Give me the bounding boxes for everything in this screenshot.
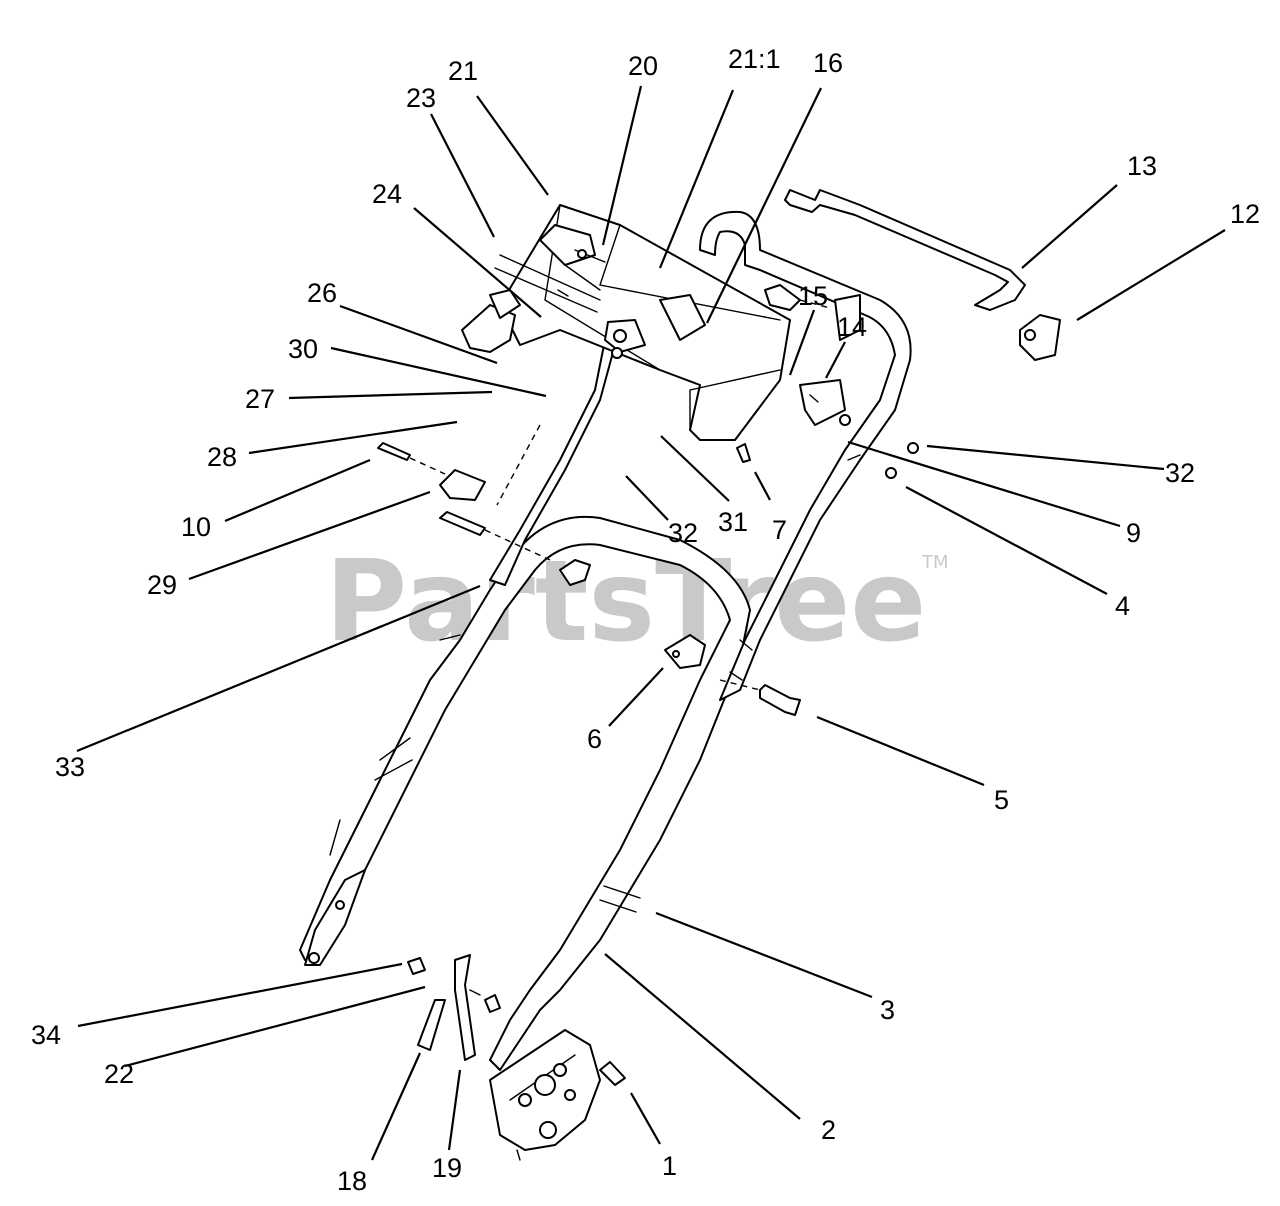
callout-27: 27	[245, 384, 275, 414]
callout-5: 5	[994, 785, 1009, 815]
callout-3: 3	[880, 995, 895, 1025]
callout-7: 7	[772, 515, 787, 545]
callout-2: 2	[821, 1115, 836, 1145]
callout-1: 1	[662, 1151, 677, 1181]
callout-31: 31	[718, 507, 748, 537]
callout-20: 20	[628, 51, 658, 81]
callout-16: 16	[813, 48, 843, 78]
callout-33: 33	[55, 752, 85, 782]
callout-13: 13	[1127, 151, 1157, 181]
callout-21: 21	[448, 56, 478, 86]
watermark-text: PartsTree	[325, 537, 926, 667]
callout-10: 10	[181, 512, 211, 542]
callout-23: 23	[406, 83, 436, 113]
watermark: PartsTree TM	[325, 537, 949, 667]
callout-14: 14	[837, 312, 867, 342]
callout-32a: 32	[1165, 458, 1195, 488]
callout-21-1: 21:1	[728, 44, 781, 74]
callout-4: 4	[1115, 591, 1130, 621]
leader-lines	[76, 85, 1226, 1161]
callout-labels: 21 20 21:1 16 23 13 12 24 26 15 14 30 27…	[31, 44, 1260, 1196]
callout-24: 24	[372, 179, 402, 209]
callout-6: 6	[587, 724, 602, 754]
callout-15: 15	[798, 281, 828, 311]
callout-30: 30	[288, 334, 318, 364]
lower-handle[interactable]	[299, 516, 751, 1071]
callout-29: 29	[147, 570, 177, 600]
callout-22: 22	[104, 1059, 134, 1089]
callout-28: 28	[207, 442, 237, 472]
assembly-drawing	[299, 189, 1061, 1161]
callout-19: 19	[432, 1153, 462, 1183]
callout-9: 9	[1126, 518, 1141, 548]
callout-32b: 32	[668, 518, 698, 548]
control-bail[interactable]	[784, 189, 1026, 311]
callout-26: 26	[307, 278, 337, 308]
callout-34: 34	[31, 1020, 61, 1050]
watermark-trademark: TM	[921, 552, 949, 573]
callout-18: 18	[337, 1166, 367, 1196]
callout-12: 12	[1230, 199, 1260, 229]
